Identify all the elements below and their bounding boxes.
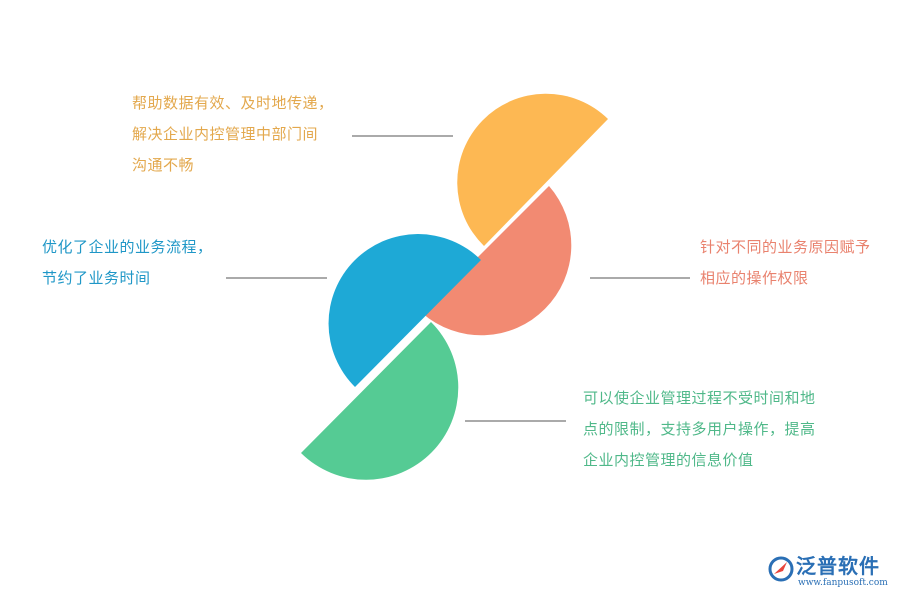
label-line: 优化了企业的业务流程， — [42, 238, 213, 256]
label-line: 解决企业内控管理中部门间 — [132, 125, 319, 143]
label-line: 节约了业务时间 — [42, 269, 151, 287]
petal-green — [301, 322, 459, 480]
label-permissions: 针对不同的业务原因赋予 相应的操作权限 — [700, 232, 871, 294]
petal-blue — [328, 234, 481, 387]
brand-url: www.fanpusoft.com — [798, 578, 888, 588]
label-line: 企业内控管理的信息价值 — [583, 451, 754, 469]
label-data-transfer: 帮助数据有效、及时地传递， 解决企业内控管理中部门间 沟通不畅 — [132, 88, 334, 181]
label-line: 帮助数据有效、及时地传递， — [132, 94, 334, 112]
label-anytime-anywhere: 可以使企业管理过程不受时间和地 点的限制，支持多用户操作，提高 企业内控管理的信… — [583, 383, 816, 476]
fanpu-logo-icon — [768, 556, 794, 582]
label-line: 点的限制，支持多用户操作，提高 — [583, 420, 816, 438]
brand-logo: 泛普软件 www.fanpusoft.com — [768, 554, 893, 592]
label-process-optimization: 优化了企业的业务流程， 节约了业务时间 — [42, 232, 213, 294]
label-line: 可以使企业管理过程不受时间和地 — [583, 389, 816, 407]
label-line: 相应的操作权限 — [700, 269, 809, 287]
petal-orange — [457, 93, 608, 246]
label-line: 沟通不畅 — [132, 156, 195, 174]
petal-salmon — [422, 186, 572, 336]
brand-name: 泛普软件 — [796, 554, 880, 578]
label-line: 针对不同的业务原因赋予 — [700, 238, 871, 256]
